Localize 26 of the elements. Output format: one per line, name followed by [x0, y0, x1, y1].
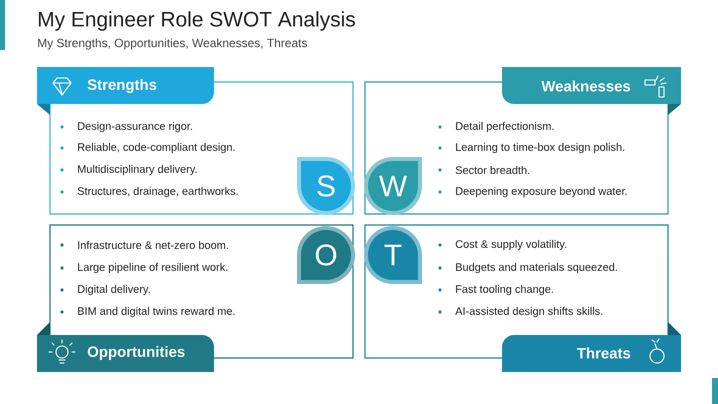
subtitle: My Strengths, Opportunities, Weaknesses, Threats: [38, 38, 307, 50]
bullet-item: Large pipeline of resilient work.: [60, 262, 228, 274]
bullet-item: Budgets and materials squeezed.: [438, 262, 617, 274]
quadrant-box: [364, 224, 681, 372]
quadrant-box: [37, 67, 354, 215]
bullet-item: Infrastructure & net-zero boom.: [60, 240, 228, 250]
bullet-item: Reliable, code-compliant design.: [60, 142, 235, 154]
bullet-item: Multidisciplinary delivery.: [60, 164, 197, 176]
bullet-item: AI-assisted design shifts skills.: [438, 306, 602, 318]
heading-text: Weaknesses: [541, 80, 630, 92]
quadrant-box: [37, 224, 354, 372]
heading-text: Strengths: [88, 79, 156, 93]
title: My Engineer Role SWOT Analysis: [38, 11, 355, 31]
bullet-item: Digital delivery.: [60, 284, 150, 296]
bullet-item: BIM and digital twins reward me.: [60, 306, 235, 318]
bullet-item: Cost & supply volatility.: [438, 240, 566, 250]
bullet-item: Learning to time-box design polish.: [438, 142, 624, 154]
heading-text: Threats: [577, 348, 630, 358]
bullet-item: Sector breadth.: [438, 166, 530, 174]
quadrant-box: [364, 67, 681, 215]
heading-text: Opportunities: [88, 346, 185, 360]
bullet-item: Detail perfectionism.: [438, 122, 554, 132]
bullet-item: Design-assurance rigor.: [60, 122, 192, 132]
bullet-item: Deepening exposure beyond water.: [438, 186, 627, 198]
bullet-item: Structures, drainage, earthworks.: [60, 186, 238, 198]
bullet-item: Fast tooling change.: [438, 284, 553, 296]
